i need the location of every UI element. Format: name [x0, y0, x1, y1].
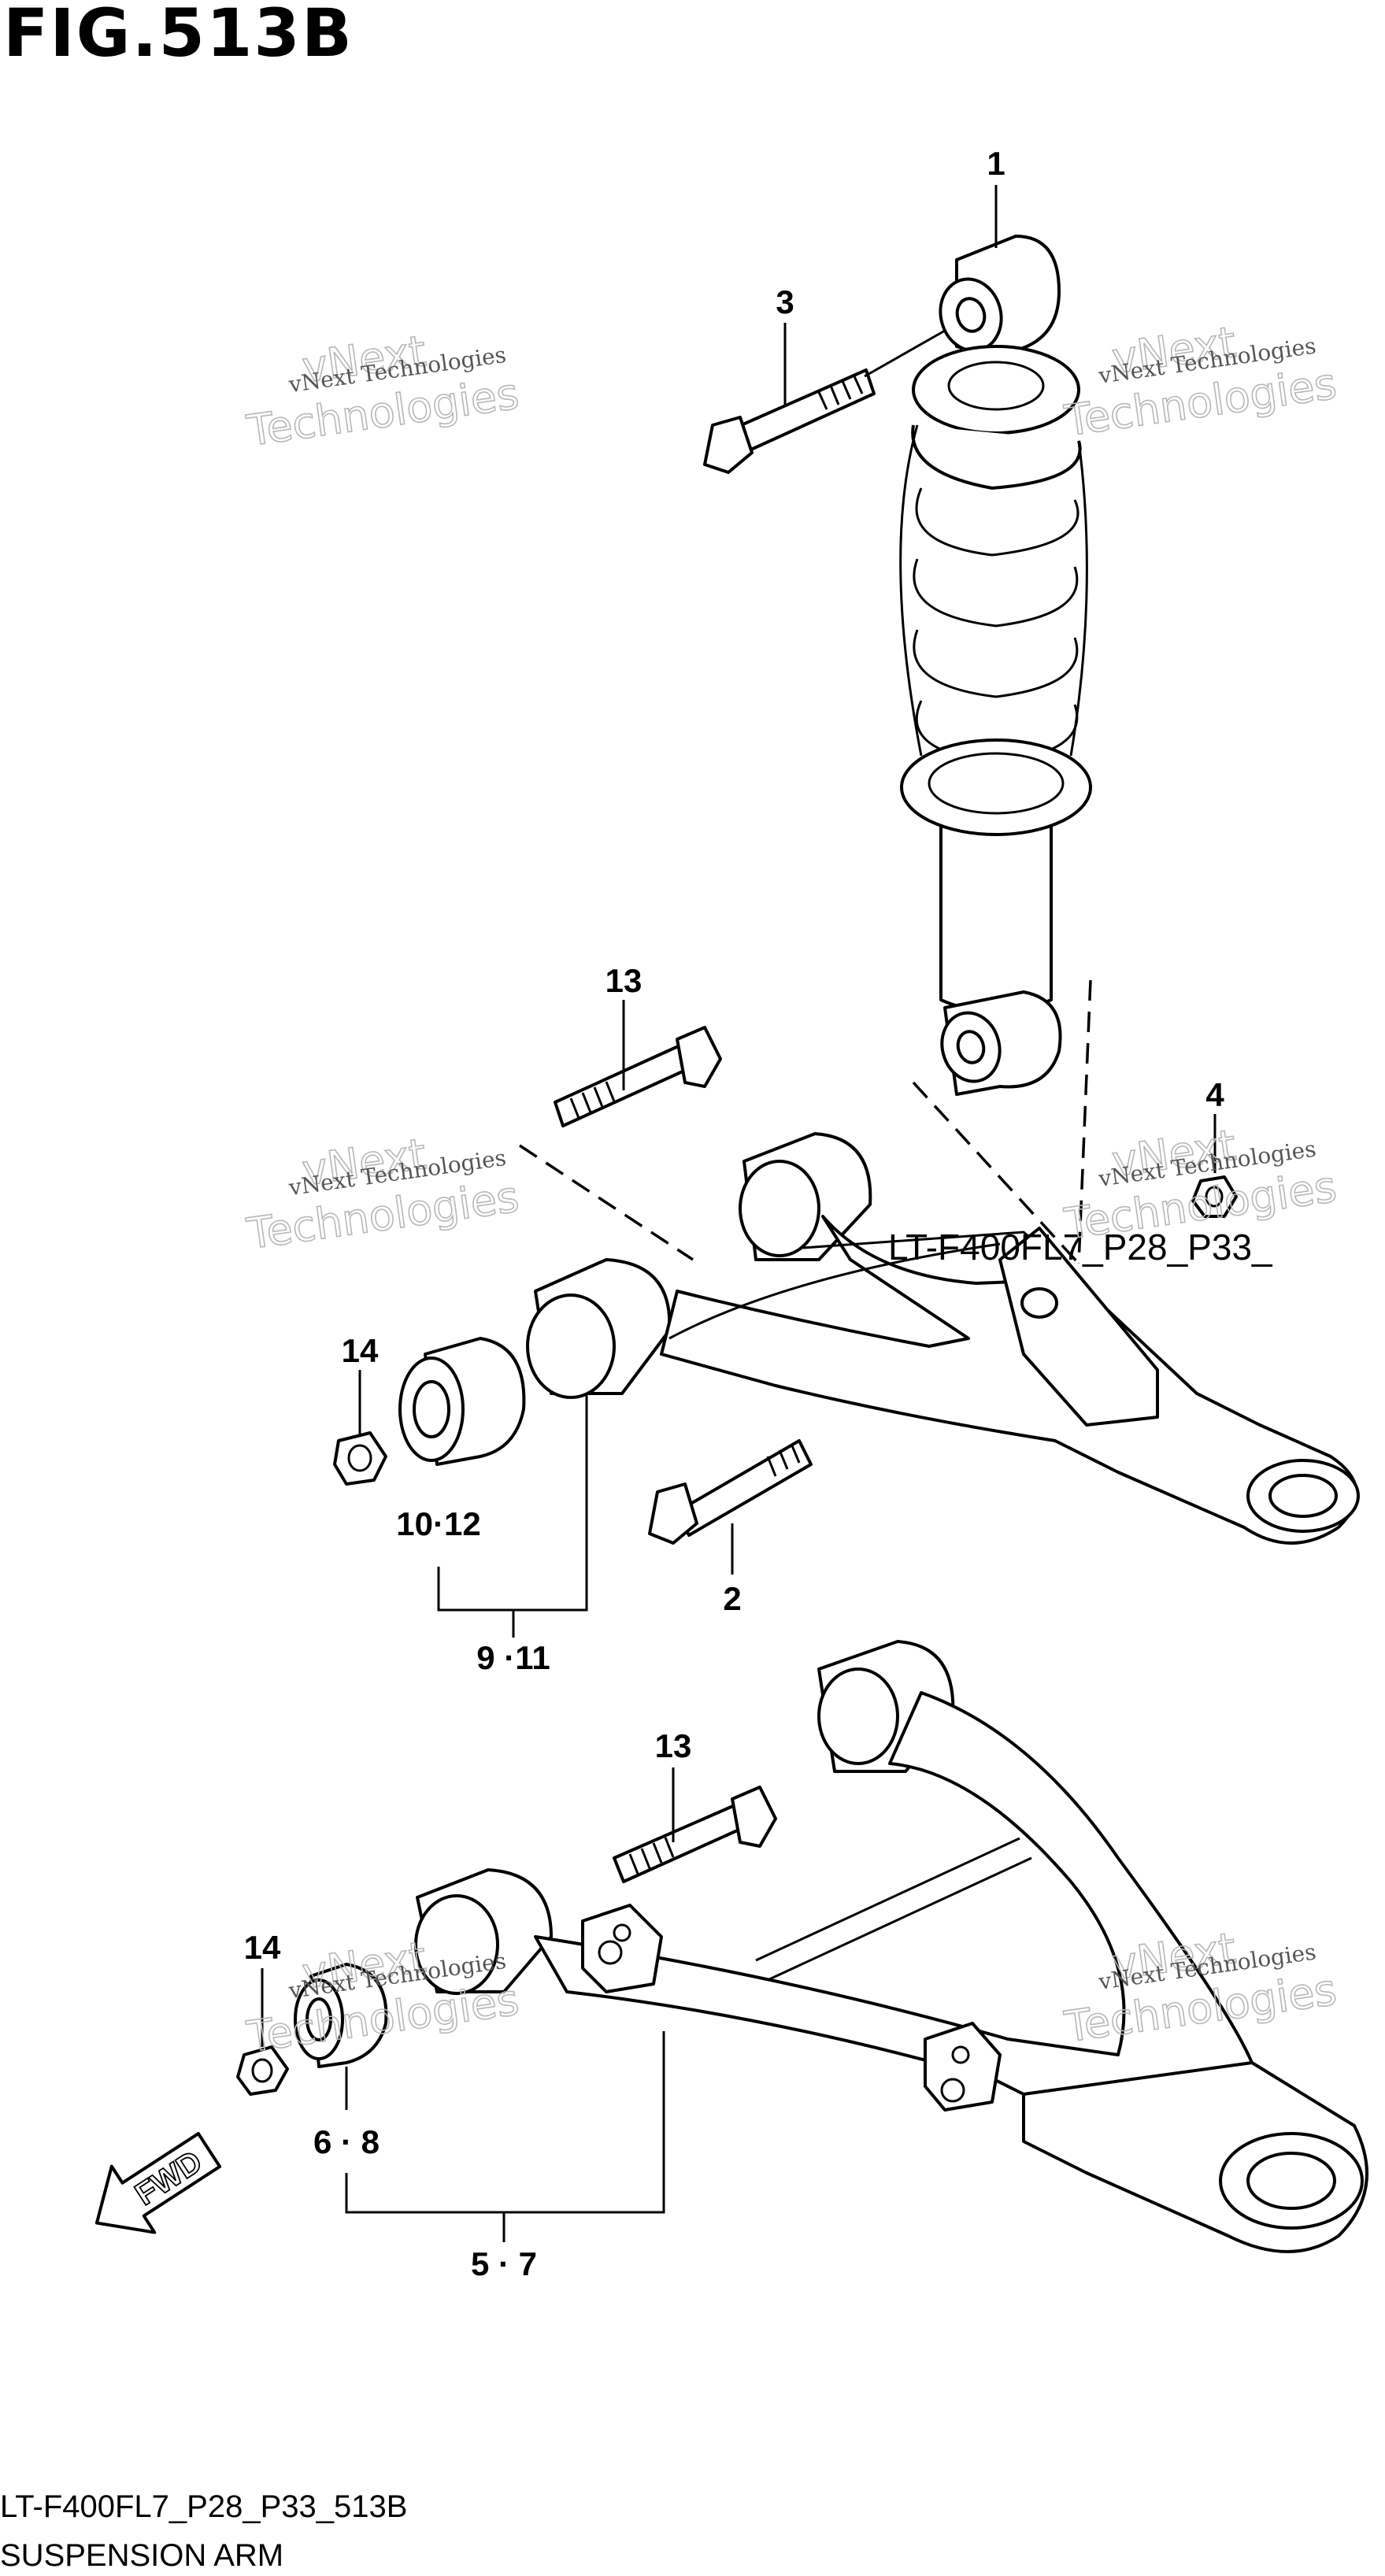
- callout-10-12: 10·12: [396, 1505, 480, 1542]
- bushing-10-12[interactable]: [398, 1337, 526, 1466]
- callout-14-bottom: 14: [244, 1929, 281, 1966]
- fwd-arrow: FWD: [94, 2132, 222, 2234]
- callout-numbers: 1 3 4 13 14 10·12 2 9 ·11 13 14 6 · 8 5 …: [244, 145, 1225, 2282]
- callout-4: 4: [1205, 1076, 1224, 1113]
- callout-6-8: 6 · 8: [313, 2123, 380, 2160]
- bolt-3[interactable]: [703, 368, 876, 474]
- figure-code: LT-F400FL7_P28_P33_513B: [0, 2489, 408, 2524]
- callout-1: 1: [987, 145, 1005, 182]
- callout-13-bottom: 13: [655, 1727, 692, 1764]
- callout-3: 3: [776, 283, 794, 320]
- bolt-13-top[interactable]: [554, 1026, 722, 1127]
- shock-absorber[interactable]: [899, 235, 1092, 1096]
- upper-arm[interactable]: [526, 1132, 1360, 1545]
- nut-14-top[interactable]: [333, 1431, 387, 1486]
- nut-14-bottom[interactable]: [236, 2045, 289, 2096]
- callout-2: 2: [723, 1580, 741, 1617]
- leader-lines: [261, 185, 1217, 2242]
- nut-4[interactable]: [1191, 1175, 1238, 1218]
- callout-5-7: 5 · 7: [471, 2245, 537, 2282]
- inline-reference-label: LT-F400FL7_P28_P33_: [888, 1227, 1273, 1268]
- bushing-6-8[interactable]: [294, 1963, 388, 2068]
- callout-14-top: 14: [342, 1332, 379, 1369]
- lower-arm[interactable]: [414, 1640, 1368, 2253]
- figure-title: FIG.513B: [3, 0, 354, 72]
- bolt-13-bottom[interactable]: [613, 1786, 777, 1883]
- callout-9-11: 9 ·11: [476, 1639, 550, 1676]
- callout-13-top: 13: [605, 962, 643, 999]
- bolt-2[interactable]: [648, 1439, 813, 1545]
- figure-name: SUSPENSION ARM: [0, 2538, 284, 2573]
